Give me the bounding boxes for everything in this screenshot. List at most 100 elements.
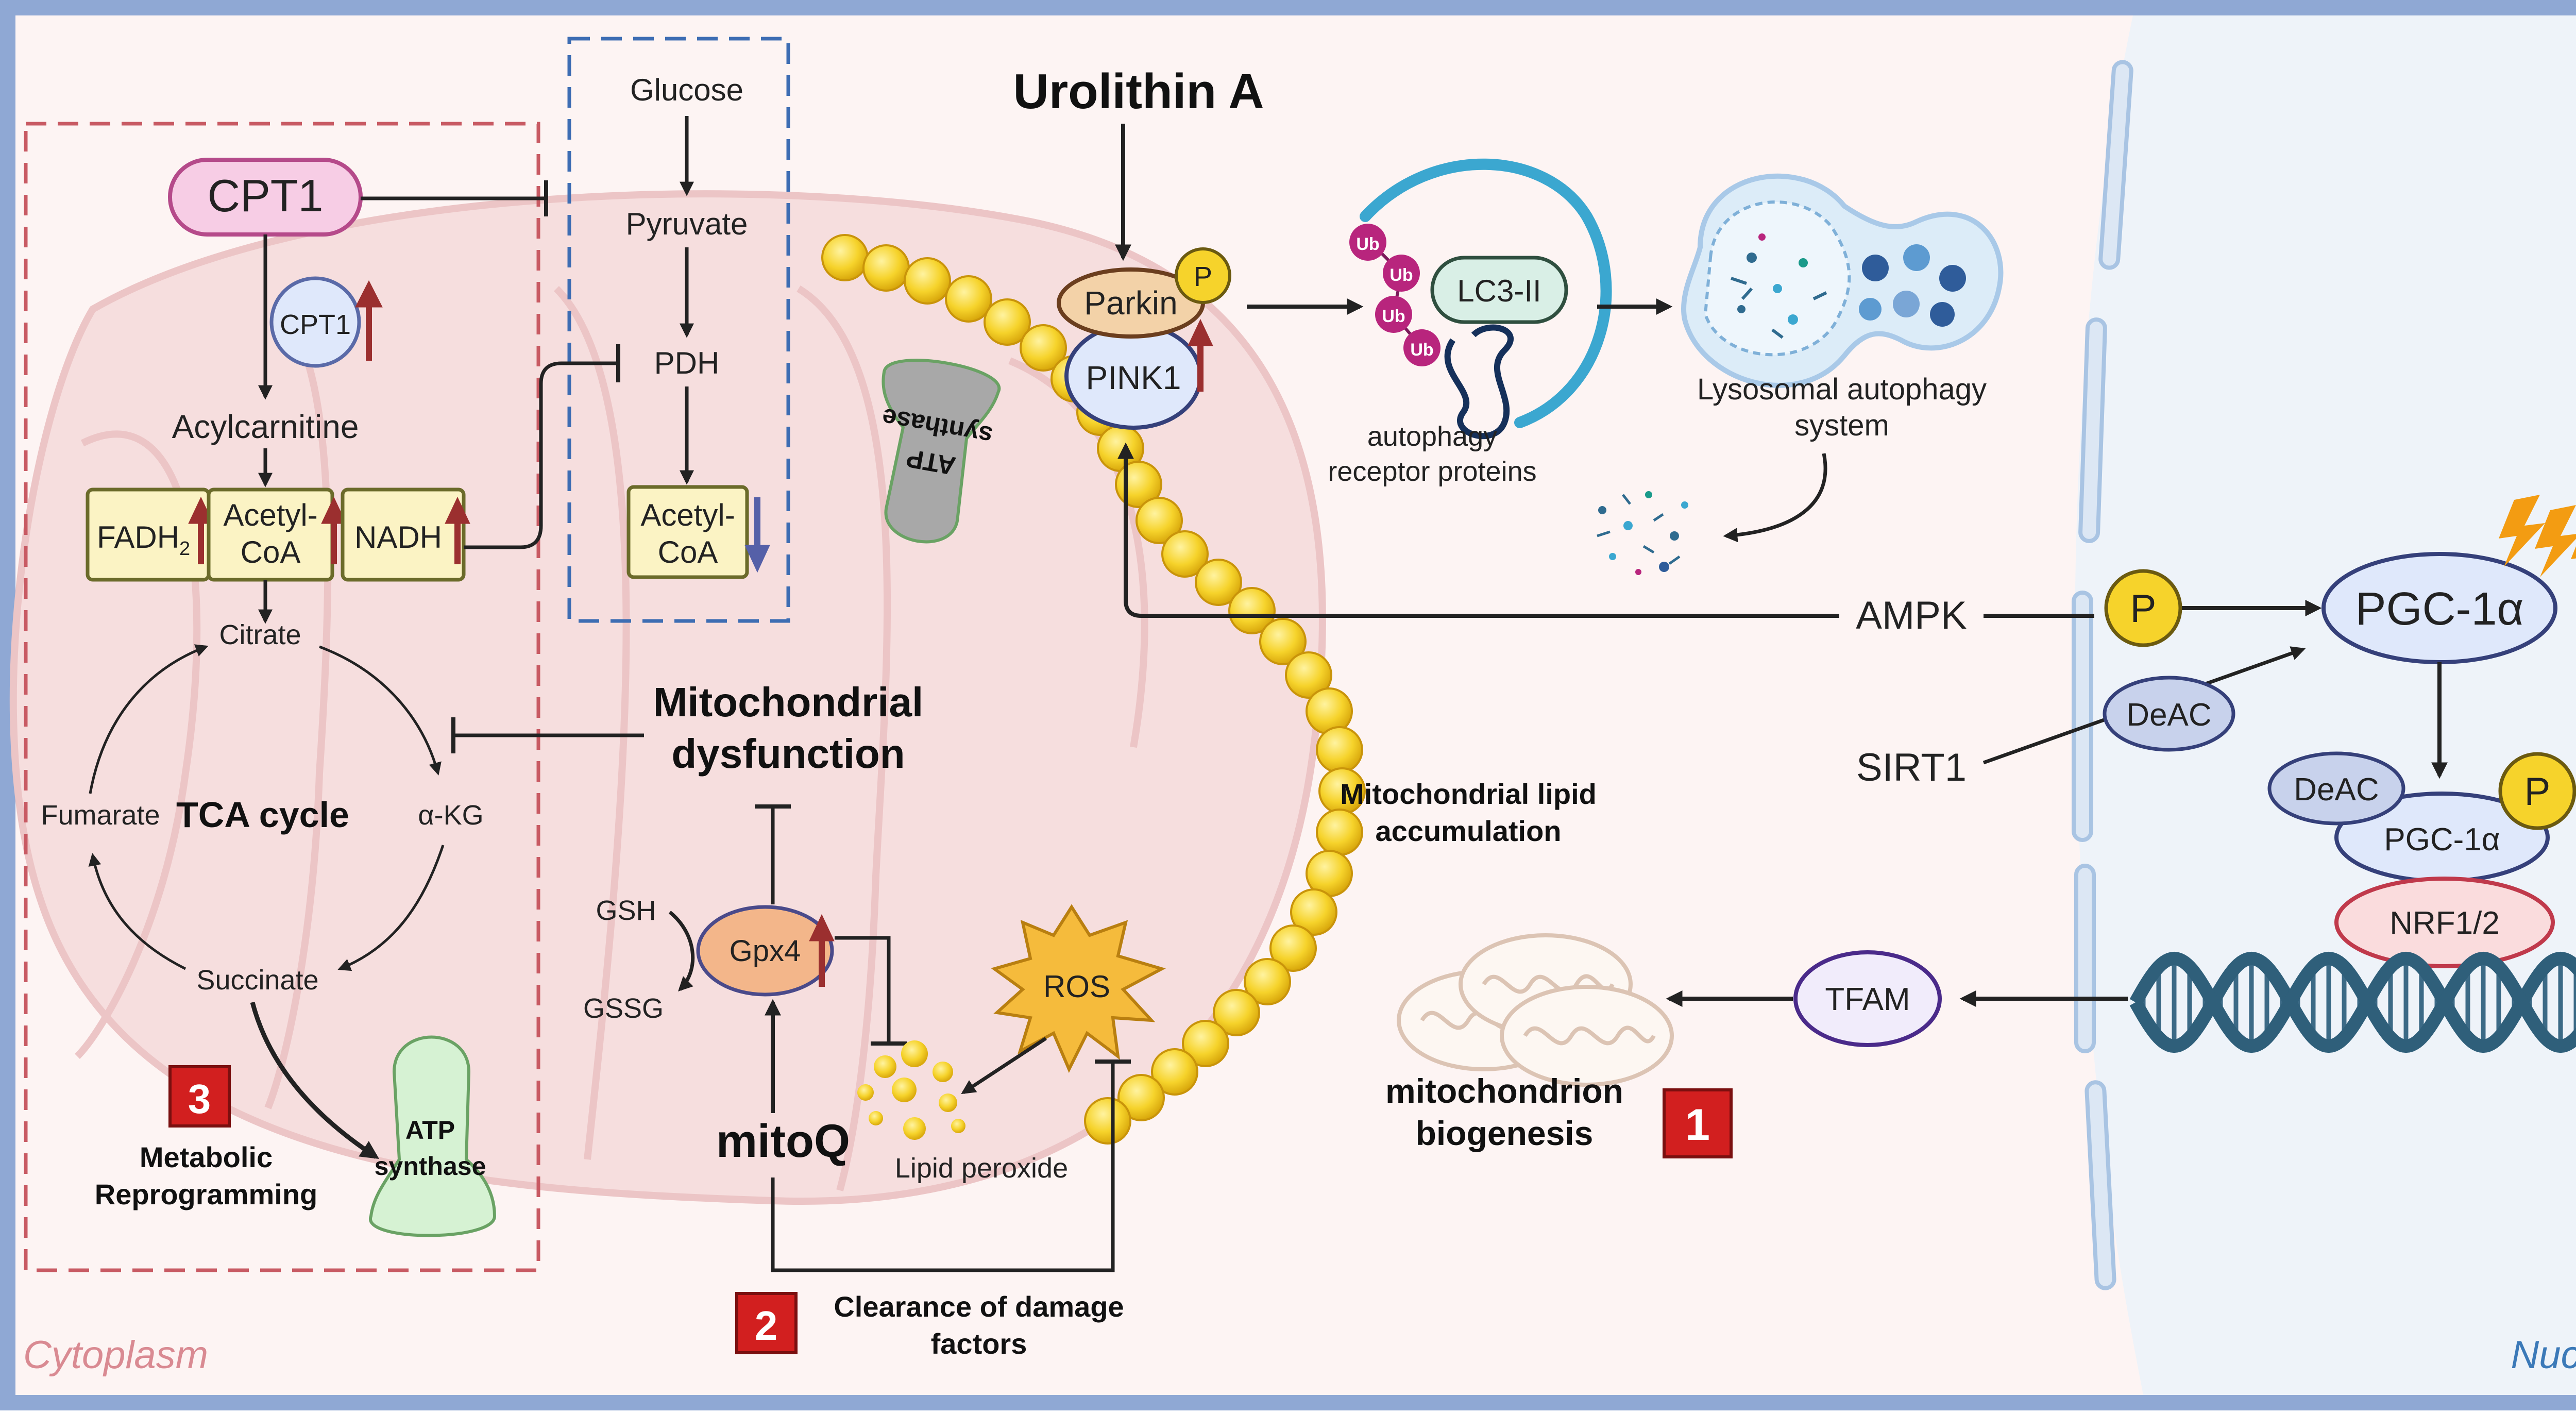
pink1-label: PINK1 [1086,359,1181,396]
tca-succinate-to-fumarate-arrow [88,853,187,970]
sirt1-label: SIRT1 [1856,746,1967,789]
nucleus-label: Nucleus [2511,1333,2576,1377]
glucose-label: Glucose [630,73,743,107]
pink1-up-arrow [1188,318,1213,392]
tca-cycle-title: TCA cycle [176,795,349,835]
lipid-bead [1020,324,1067,372]
ampk-to-pink1-arrow [1117,442,1839,618]
ubiquitin-chain: Ub Ub Ub Ub [1349,224,1440,366]
gsh-to-gssg-arrow [668,911,695,991]
ampk-label: AMPK [1856,594,1967,637]
lipid-bead [1151,1048,1198,1096]
tca-fumarate-to-citrate-arrow [89,644,209,794]
receptor-proteins-line1: autophagy [1367,421,1497,452]
degradation-debris [1597,491,1688,575]
lipid-bead [1136,497,1183,544]
complex-p-label: P [2524,770,2551,814]
nadh-up-arrow [445,496,470,564]
succinate-label: Succinate [196,965,318,996]
lipid-accumulation-line1: Mitochondrial lipid [1340,778,1597,810]
acylcarnitine-label: Acylcarnitine [172,408,359,445]
lipid-bead [821,234,869,281]
new-mitochondria-icon [1397,933,1674,1087]
gpx4-label: Gpx4 [730,934,801,968]
pyruvate-label: Pyruvate [626,207,748,241]
tca-akg-to-succinate-arrow [337,845,445,971]
pgc1a-top-node: PGC-1α [2321,552,2557,664]
deac-complex-node: DeAC [2267,751,2405,826]
activation-lightning-icon [2499,495,2576,587]
mito-dysfunction-line1: Mitochondrial [653,679,923,725]
dna-strand-1 [2129,951,2576,1053]
ub-label-3: Ub [1382,307,1405,326]
nadh-label: NADH [354,520,442,554]
autophagosome: LC3-II [1360,158,1612,440]
receptor-proteins-line2: receptor proteins [1328,456,1536,487]
dna-strand-2 [2129,951,2576,1053]
label-3-badge: 3 [168,1065,231,1128]
ub-label-1: Ub [1356,234,1379,254]
metabolic-reprogramming-line1: Metabolic [140,1141,273,1173]
gpx4-up-arrow [809,914,835,987]
ros-label: ROS [1043,969,1110,1004]
lipid-bead [984,298,1031,346]
lc3-label: LC3-II [1457,274,1541,308]
cpt1-main-node: CPT1 [168,158,363,237]
parkin-p-label: P [1194,261,1212,292]
biogenesis-line1: mitochondrion [1385,1072,1623,1110]
ros-burst: ROS [991,904,1166,1073]
lysosome-line1: Lysosomal autophagy [1697,373,1987,406]
nadh-inhibits-pdh-line [464,361,618,549]
gpx4-node: Gpx4 [696,905,834,997]
lipid-peroxide-label: Lipid peroxide [895,1153,1068,1184]
fadh2-subscript: 2 [179,538,190,560]
lipid-bead [1269,924,1317,972]
label-3-number: 3 [188,1076,211,1122]
tfam-label: TFAM [1825,982,1910,1017]
lipid-bead [1228,587,1276,634]
lipid-bead [1316,809,1363,856]
dna-helix [2129,951,2576,1053]
ampk-phospho-p: P [2104,569,2182,647]
cpt1-small-label: CPT1 [280,309,351,340]
lipid-bead [1259,618,1307,665]
mito-dysfunction-line2: dysfunction [671,731,905,777]
fumarate-label: Fumarate [41,800,160,831]
lipid-bead [1285,651,1332,699]
acetyl-coa-right-line2: CoA [658,535,718,569]
fadh2-box: FADH2 [86,487,211,582]
atp-synthase-left-line2: synthase [375,1152,486,1181]
cpt1-small-node: CPT1 [269,276,361,368]
ros-to-lipid-peroxide-arrow [961,1037,1047,1095]
lipid-bead [1084,1097,1131,1145]
nrf-label: NRF1/2 [2389,905,2500,941]
lipid-bead [1213,989,1260,1036]
lipid-bead [1195,559,1242,606]
clearance-line2: factors [931,1327,1027,1360]
lipid-bead [1161,530,1209,578]
complex-phospho-p: P [2498,752,2576,830]
pgc1a-complex-label: PGC-1α [2384,822,2500,857]
mitoq-label: mitoQ [716,1116,850,1167]
lipid-bead [1117,1074,1165,1121]
akg-label: α-KG [418,800,483,831]
tfam-node: TFAM [1793,950,1942,1047]
citrate-label: Citrate [219,619,301,650]
nuclear-envelope [2072,60,2133,1290]
fadh2-label: FADH [97,520,179,554]
ub-label-4: Ub [1410,340,1433,360]
clearance-line1: Clearance of damage [834,1290,1124,1323]
lipid-bead [904,257,951,305]
mitoq-inhibits-ros-line [771,1062,1115,1272]
lipid-bead [1316,726,1363,773]
acetyl-coa-right-down-arrow [744,497,770,573]
lysosome [1681,173,2004,388]
acetyl-coa-right-line1: Acetyl- [640,498,735,532]
gpx4-inhibits-lipid-peroxide-line [835,936,891,1044]
gssg-label: GSSG [583,993,664,1024]
acetyl-coa-left-up-arrow [321,496,347,564]
succinate-to-atp-synthase-arrow [250,1001,380,1159]
ampk-p-label: P [2130,587,2157,631]
atp-synthase-upper: ATP synthase [880,359,1001,544]
